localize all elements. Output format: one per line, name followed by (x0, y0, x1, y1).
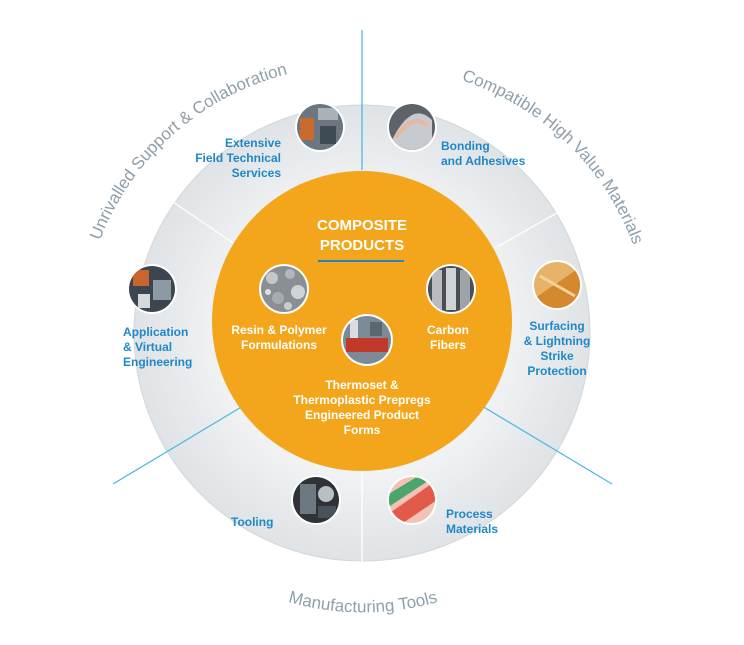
resin-label-line1: Resin & Polymer (231, 323, 327, 337)
surfacing-line4: Protection (527, 364, 586, 378)
field-services-line1: Extensive (225, 136, 281, 150)
field-services-line3: Services (232, 166, 282, 180)
thermo-label-line4: Forms (344, 423, 381, 437)
thermo-label-line2: Thermoplastic Prepregs (293, 393, 431, 407)
tooling-image (291, 475, 341, 525)
thermo-label-line3: Engineered Product (305, 408, 419, 422)
process-line2: Materials (446, 522, 498, 536)
application-line1: Application (123, 325, 188, 339)
bonding-line1: Bonding (441, 139, 490, 153)
application-line3: Engineering (123, 355, 192, 369)
tooling-label: Tooling (231, 515, 273, 529)
prepreg-image (341, 314, 393, 366)
surfacing-line3: Strike (540, 349, 574, 363)
resin-image (259, 264, 309, 314)
bonding-image (387, 102, 437, 152)
bonding-line2: and Adhesives (441, 154, 526, 168)
process-line1: Process (446, 507, 493, 521)
process-materials-image (387, 475, 437, 525)
field-services-image (295, 102, 345, 152)
application-engineering-image (127, 264, 177, 314)
surfacing-image (532, 260, 582, 310)
carbon-label-line1: Carbon (427, 323, 469, 337)
ring-dividers (112, 30, 613, 584)
carbon-fiber-image (426, 264, 476, 314)
core-title-line2: PRODUCTS (320, 237, 404, 254)
resin-label-line2: Formulations (241, 338, 317, 352)
surfacing-line2: & Lightning (524, 334, 591, 348)
field-services-line2: Field Technical (195, 151, 281, 165)
carbon-label-line2: Fibers (430, 338, 466, 352)
application-line2: & Virtual (123, 340, 172, 354)
section-tools-heading: Manufacturing Tools (287, 587, 439, 616)
surfacing-line1: Surfacing (529, 319, 584, 333)
core-title-line1: COMPOSITE (317, 217, 407, 234)
thermo-label-line1: Thermoset & (325, 378, 399, 392)
